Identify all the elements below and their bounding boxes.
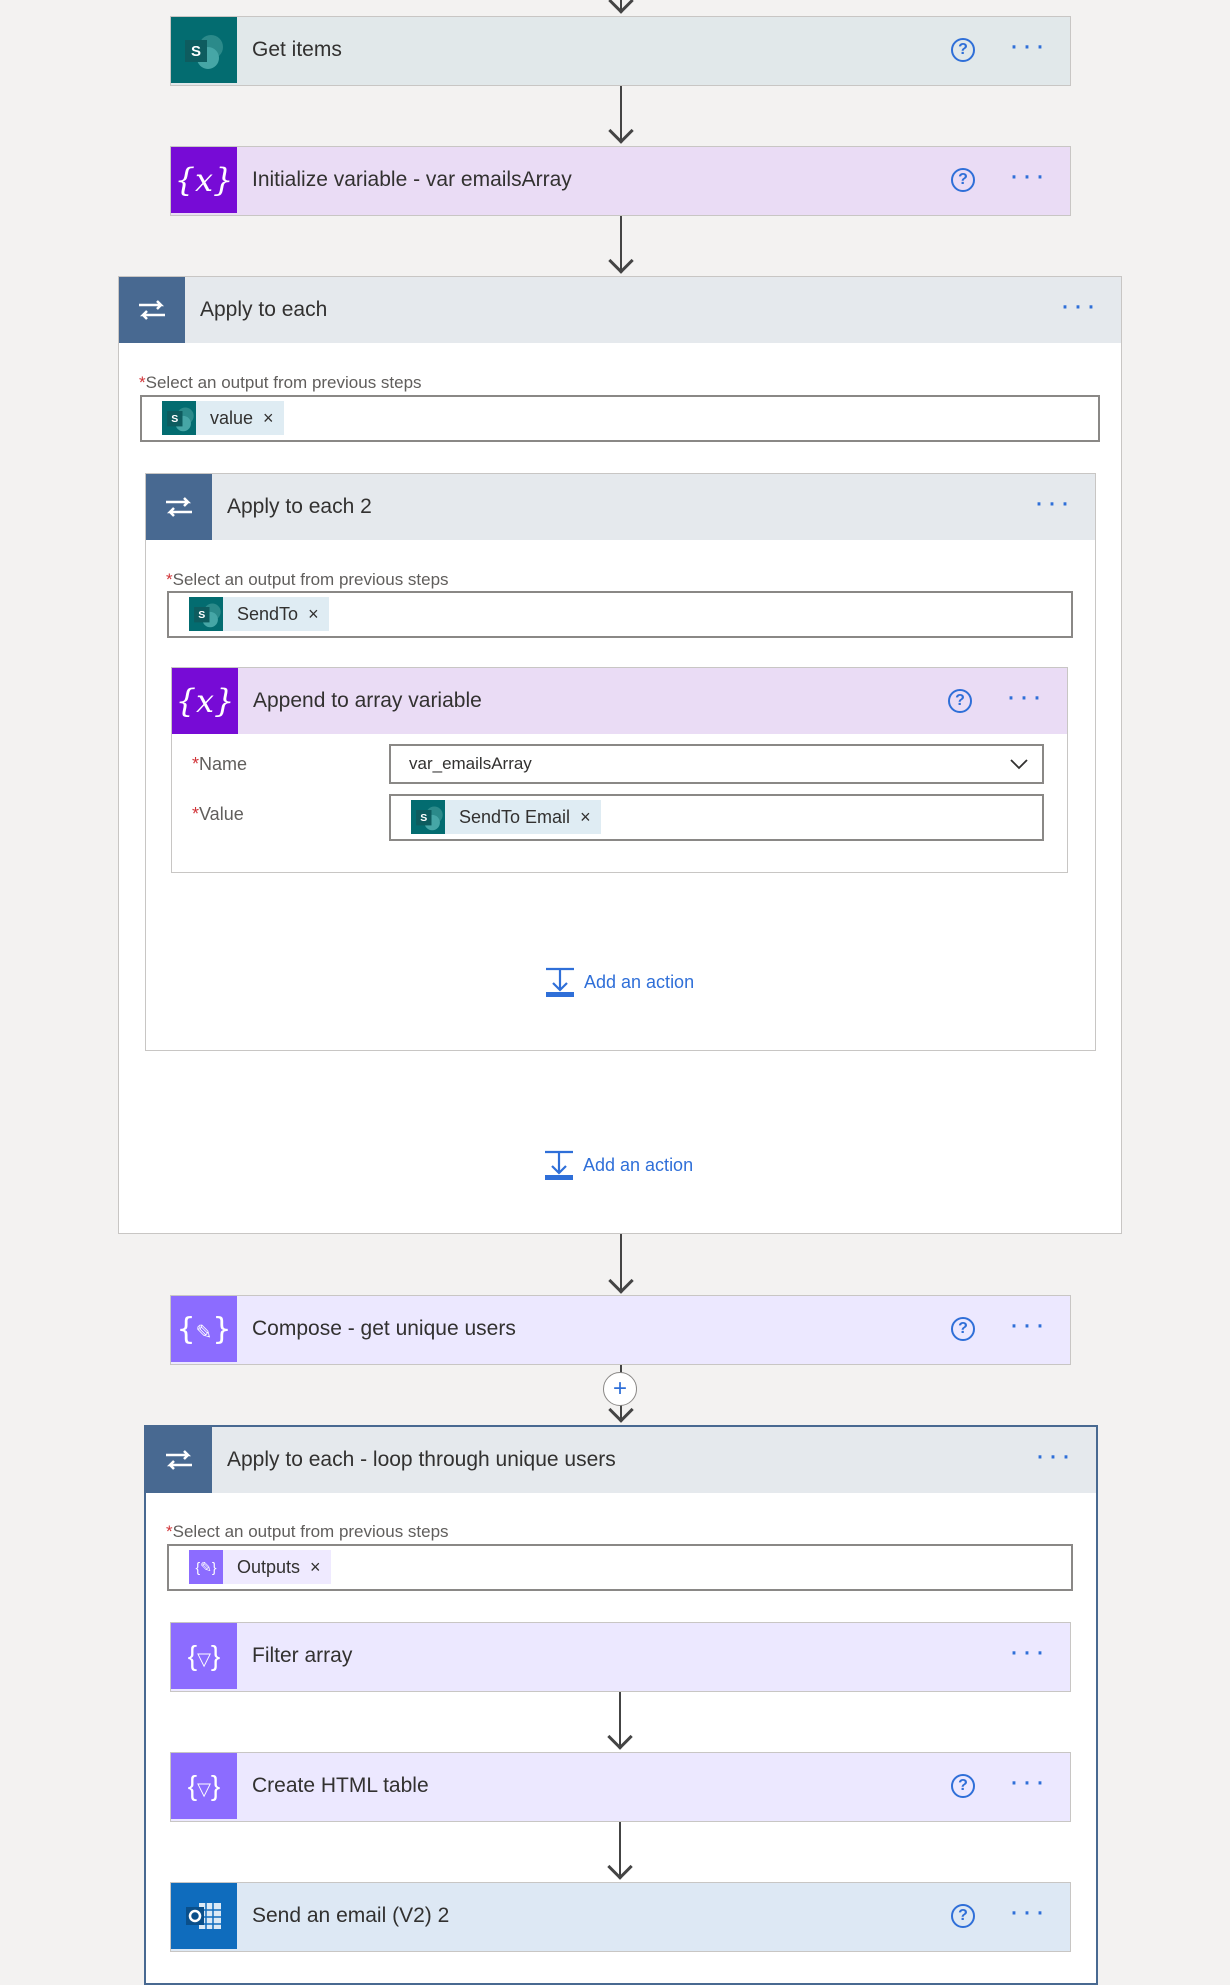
remove-token-icon[interactable]: × bbox=[310, 1556, 321, 1577]
chevron-down-icon bbox=[1010, 759, 1028, 770]
compose-icon: {✎} bbox=[189, 1550, 223, 1584]
filter-icon: {▽} bbox=[171, 1623, 237, 1689]
remove-token-icon[interactable]: × bbox=[580, 806, 591, 827]
connector-arrow bbox=[620, 86, 622, 142]
variable-icon: {x} bbox=[171, 147, 237, 213]
connector-arrowhead bbox=[608, 0, 634, 14]
connector-arrowhead bbox=[608, 248, 634, 274]
help-icon[interactable]: ? bbox=[951, 1904, 976, 1928]
card-title: Filter array bbox=[252, 1644, 353, 1667]
loop-icon bbox=[146, 1427, 212, 1493]
sendto-token[interactable]: S SendTo × bbox=[189, 597, 329, 631]
select-output-input[interactable]: S SendTo × bbox=[167, 591, 1073, 638]
initialize-variable-card[interactable]: {x} Initialize variable - var emailsArra… bbox=[170, 146, 1071, 216]
sendto-email-token[interactable]: S SendTo Email × bbox=[411, 800, 601, 834]
loop-icon bbox=[146, 474, 212, 540]
help-icon[interactable]: ? bbox=[948, 689, 973, 713]
more-options-icon[interactable]: ··· bbox=[1009, 29, 1048, 62]
add-action-button[interactable]: Add an action bbox=[544, 966, 694, 998]
outlook-icon bbox=[171, 1883, 237, 1949]
name-dropdown[interactable]: var_emailsArray bbox=[389, 744, 1044, 784]
more-options-icon[interactable]: ··· bbox=[1009, 1635, 1048, 1668]
value-token[interactable]: S value × bbox=[162, 401, 284, 435]
sharepoint-icon: S bbox=[189, 597, 223, 631]
connector-arrow bbox=[619, 1692, 621, 1748]
help-icon[interactable]: ? bbox=[951, 38, 976, 62]
card-title: Send an email (V2) 2 bbox=[252, 1904, 450, 1927]
more-options-icon[interactable]: ··· bbox=[1009, 159, 1048, 192]
send-email-card[interactable]: Send an email (V2) 2 ? ··· bbox=[170, 1882, 1071, 1952]
table-icon: {▽} bbox=[171, 1753, 237, 1819]
name-label: *Name bbox=[192, 754, 248, 774]
remove-token-icon[interactable]: × bbox=[308, 603, 319, 624]
apply-to-each-unique-header[interactable]: Apply to each - loop through unique user… bbox=[146, 1427, 1096, 1493]
apply-to-each-scope: Apply to each ··· *Select an output from… bbox=[118, 276, 1122, 1234]
connector-arrow bbox=[620, 216, 622, 272]
card-title: Create HTML table bbox=[252, 1774, 429, 1797]
more-options-icon[interactable]: ··· bbox=[1009, 1765, 1048, 1798]
select-output-label: *Select an output from previous steps bbox=[166, 1522, 449, 1541]
help-icon[interactable]: ? bbox=[951, 1774, 976, 1798]
more-options-icon[interactable]: ··· bbox=[1034, 486, 1073, 519]
remove-token-icon[interactable]: × bbox=[263, 407, 274, 428]
loop-icon bbox=[119, 277, 185, 343]
apply-to-each-unique-scope: Apply to each - loop through unique user… bbox=[144, 1425, 1098, 1985]
more-options-icon[interactable]: ··· bbox=[1006, 680, 1045, 713]
plus-icon: + bbox=[612, 1375, 627, 1402]
compose-icon: {✎} bbox=[171, 1296, 237, 1362]
card-title: Get items bbox=[252, 38, 342, 61]
variable-icon: {x} bbox=[172, 668, 238, 734]
insert-step-button[interactable]: + bbox=[603, 1372, 637, 1406]
filter-array-card[interactable]: {▽} Filter array ··· bbox=[170, 1622, 1071, 1692]
append-to-array-card: {x} Append to array variable ? ··· *Name… bbox=[171, 667, 1068, 873]
card-title: Compose - get unique users bbox=[252, 1317, 516, 1340]
more-options-icon[interactable]: ··· bbox=[1009, 1895, 1048, 1928]
select-output-label: *Select an output from previous steps bbox=[139, 373, 422, 392]
get-items-card[interactable]: S Get items ? ··· bbox=[170, 16, 1071, 86]
value-input[interactable]: S SendTo Email × bbox=[389, 794, 1044, 841]
apply-to-each-2-scope: Apply to each 2 ··· *Select an output fr… bbox=[145, 473, 1096, 1051]
compose-card[interactable]: {✎} Compose - get unique users ? ··· bbox=[170, 1295, 1071, 1365]
sharepoint-icon: S bbox=[411, 800, 445, 834]
help-icon[interactable]: ? bbox=[951, 1317, 976, 1341]
connector-arrowhead bbox=[608, 1268, 634, 1294]
more-options-icon[interactable]: ··· bbox=[1009, 1308, 1048, 1341]
help-icon[interactable]: ? bbox=[951, 168, 976, 192]
sharepoint-icon: S bbox=[162, 401, 196, 435]
connector-arrowhead bbox=[607, 1854, 633, 1880]
connector-arrow bbox=[620, 1234, 622, 1292]
connector-arrowhead bbox=[607, 1724, 633, 1750]
connector-arrow bbox=[620, 0, 622, 10]
add-action-icon bbox=[546, 967, 574, 997]
value-label: *Value bbox=[192, 804, 244, 824]
outputs-token[interactable]: {✎} Outputs × bbox=[189, 1550, 331, 1584]
select-output-input[interactable]: S value × bbox=[140, 395, 1100, 442]
card-title: Initialize variable - var emailsArray bbox=[252, 168, 572, 191]
card-title: Apply to each bbox=[200, 298, 328, 321]
apply-to-each-2-header[interactable]: Apply to each 2 ··· bbox=[146, 474, 1095, 540]
select-output-label: *Select an output from previous steps bbox=[166, 570, 449, 589]
more-options-icon[interactable]: ··· bbox=[1060, 289, 1099, 322]
add-action-button[interactable]: Add an action bbox=[543, 1149, 693, 1181]
add-action-icon bbox=[545, 1150, 573, 1180]
apply-to-each-header[interactable]: Apply to each ··· bbox=[119, 277, 1121, 343]
connector-arrowhead bbox=[608, 118, 634, 144]
connector-arrow bbox=[619, 1822, 621, 1878]
append-to-array-header[interactable]: {x} Append to array variable ? ··· bbox=[172, 668, 1067, 734]
card-title: Apply to each - loop through unique user… bbox=[227, 1448, 616, 1471]
more-options-icon[interactable]: ··· bbox=[1035, 1439, 1074, 1472]
create-html-table-card[interactable]: {▽} Create HTML table ? ··· bbox=[170, 1752, 1071, 1822]
select-output-input[interactable]: {✎} Outputs × bbox=[167, 1544, 1073, 1591]
card-title: Apply to each 2 bbox=[227, 495, 372, 518]
sharepoint-icon: S bbox=[171, 17, 237, 83]
card-title: Append to array variable bbox=[253, 689, 482, 712]
